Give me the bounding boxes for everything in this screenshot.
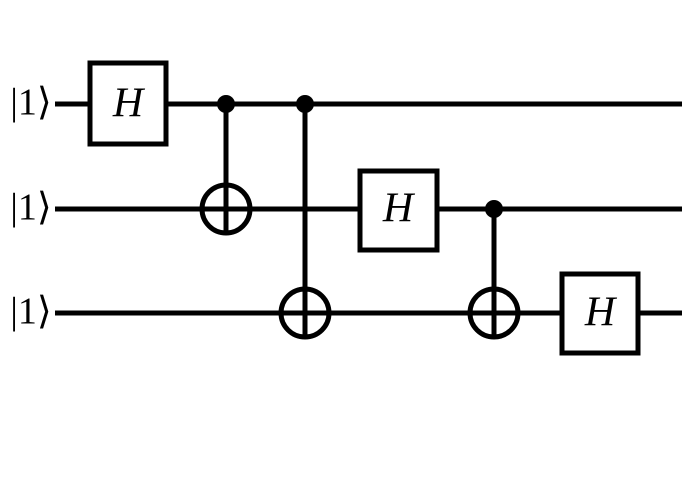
control-dot-icon[interactable] xyxy=(217,95,235,113)
gate-label: H xyxy=(382,186,416,232)
hadamard-gate-1[interactable]: H xyxy=(87,60,169,147)
ket-label-wire-0: |1⟩ xyxy=(10,82,51,124)
cnot-gate-3[interactable] xyxy=(467,200,521,340)
gate-box-outline[interactable] xyxy=(87,60,169,147)
control-dot-icon[interactable] xyxy=(296,95,314,113)
ket-label-wire-2: |1⟩ xyxy=(10,291,51,333)
gate-label: H xyxy=(584,290,618,336)
ket-label-wire-1: |1⟩ xyxy=(10,187,51,229)
hadamard-gate-3[interactable]: H xyxy=(559,271,641,356)
hadamard-gate-2[interactable]: H xyxy=(357,168,440,253)
gate-label: H xyxy=(112,81,146,127)
qubit-wire-0: |1⟩ xyxy=(10,82,682,124)
gate-box-outline[interactable] xyxy=(559,271,641,356)
gate-box-outline[interactable] xyxy=(357,168,440,253)
cnot-gate-2[interactable] xyxy=(278,95,332,340)
qubit-wire-1: |1⟩ xyxy=(10,187,682,229)
control-dot-icon[interactable] xyxy=(485,200,503,218)
cnot-gate-1[interactable] xyxy=(199,95,253,236)
